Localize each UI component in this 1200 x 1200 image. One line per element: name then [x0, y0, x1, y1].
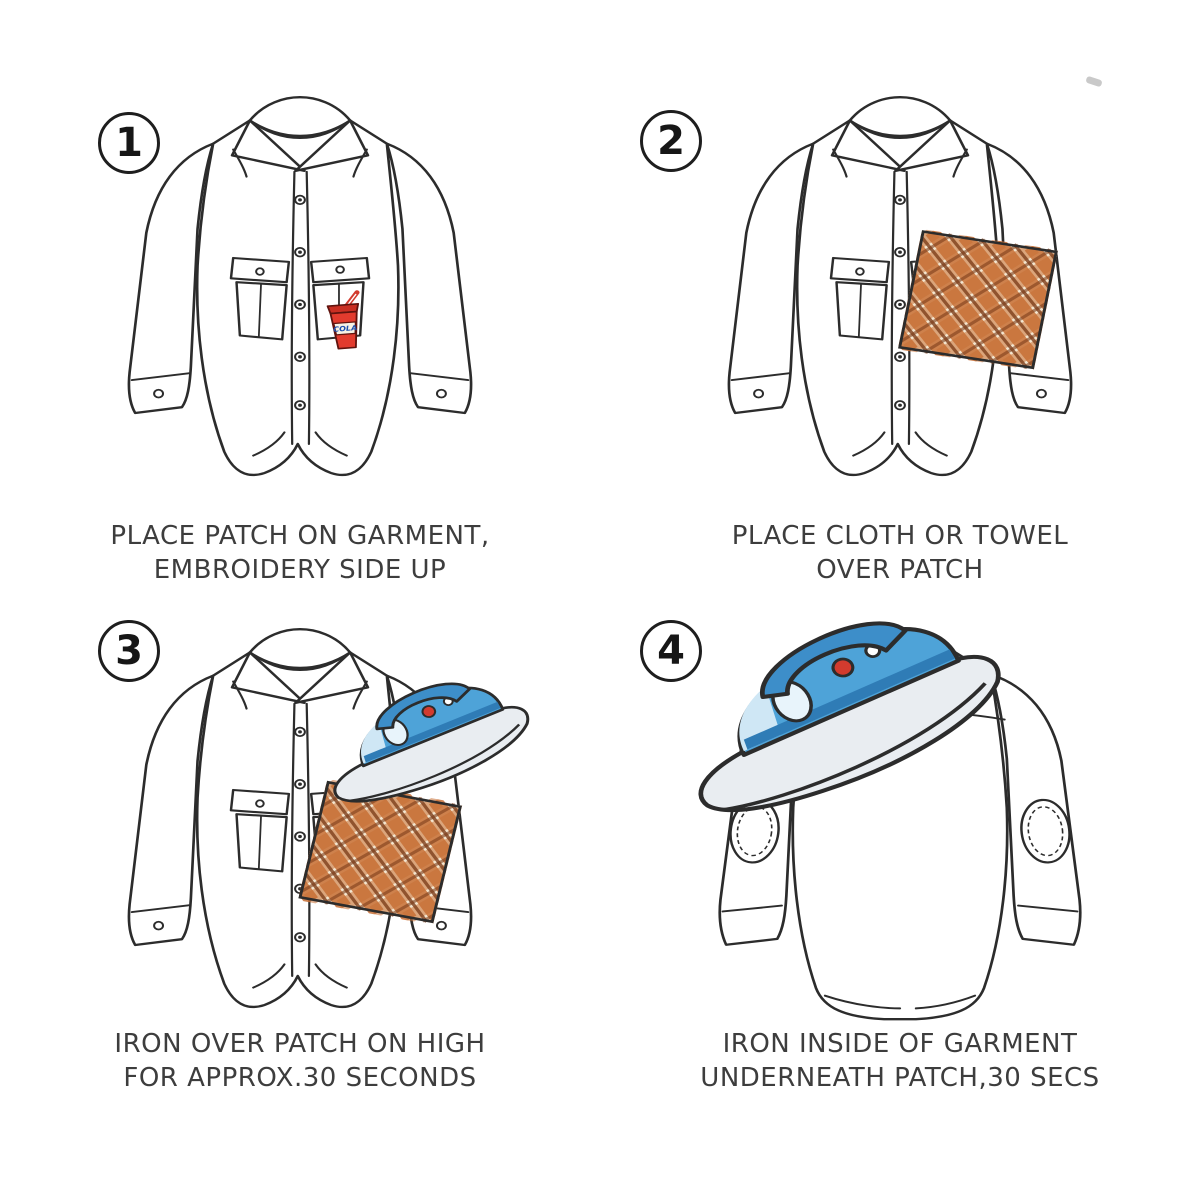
- step-3-number-badge: 3: [98, 620, 160, 682]
- step-3-caption-line2: FOR APPROX.30 SECONDS: [123, 1062, 477, 1093]
- step-4-number: 4: [657, 628, 685, 674]
- step-3-caption-line1: IRON OVER PATCH ON HIGH: [114, 1029, 486, 1059]
- step-2-number: 2: [657, 118, 685, 164]
- step-3: 3 IRON OVER PATCH ON HIGH FOR APPROX.30 …: [0, 600, 600, 1200]
- step-4: 4 IRON INSIDE OF GARMENT UNDERNEATH PATC…: [600, 600, 1200, 1200]
- step-1-number: 1: [115, 120, 143, 166]
- shirt-front-with-cloth-drawing: [727, 95, 1073, 477]
- step-2-illustration: [655, 72, 1145, 541]
- step-2-number-badge: 2: [640, 110, 702, 172]
- step-2: 2 PLACE CLOTH OR TOWEL OVER PATCH: [600, 0, 1200, 600]
- shirt-front-icon: [127, 95, 473, 477]
- step-2-caption-line2: OVER PATCH: [816, 554, 984, 585]
- step-3-number: 3: [115, 628, 143, 674]
- step-4-number-badge: 4: [640, 620, 702, 682]
- step-4-illustration: [650, 604, 1150, 1078]
- step-1: 1 PLACE PATCH ON GARMENT, EMBROIDERY SID…: [0, 0, 600, 600]
- step-1-caption: PLACE PATCH ON GARMENT, EMBROIDERY SIDE …: [0, 520, 600, 588]
- step-4-caption: IRON INSIDE OF GARMENT UNDERNEATH PATCH,…: [600, 1028, 1200, 1096]
- step-1-caption-line1: PLACE PATCH ON GARMENT,: [110, 521, 490, 551]
- step-1-caption-line2: EMBROIDERY SIDE UP: [153, 554, 447, 585]
- step-2-caption-line1: PLACE CLOTH OR TOWEL: [731, 521, 1069, 551]
- shirt-back-with-iron-drawing: [650, 604, 1082, 1021]
- step-4-caption-line1: IRON INSIDE OF GARMENT: [722, 1029, 1078, 1059]
- step-1-number-badge: 1: [98, 112, 160, 174]
- step-4-caption-line2: UNDERNEATH PATCH,30 SECS: [700, 1062, 1100, 1093]
- step-3-caption: IRON OVER PATCH ON HIGH FOR APPROX.30 SE…: [0, 1028, 600, 1096]
- step-2-caption: PLACE CLOTH OR TOWEL OVER PATCH: [600, 520, 1200, 588]
